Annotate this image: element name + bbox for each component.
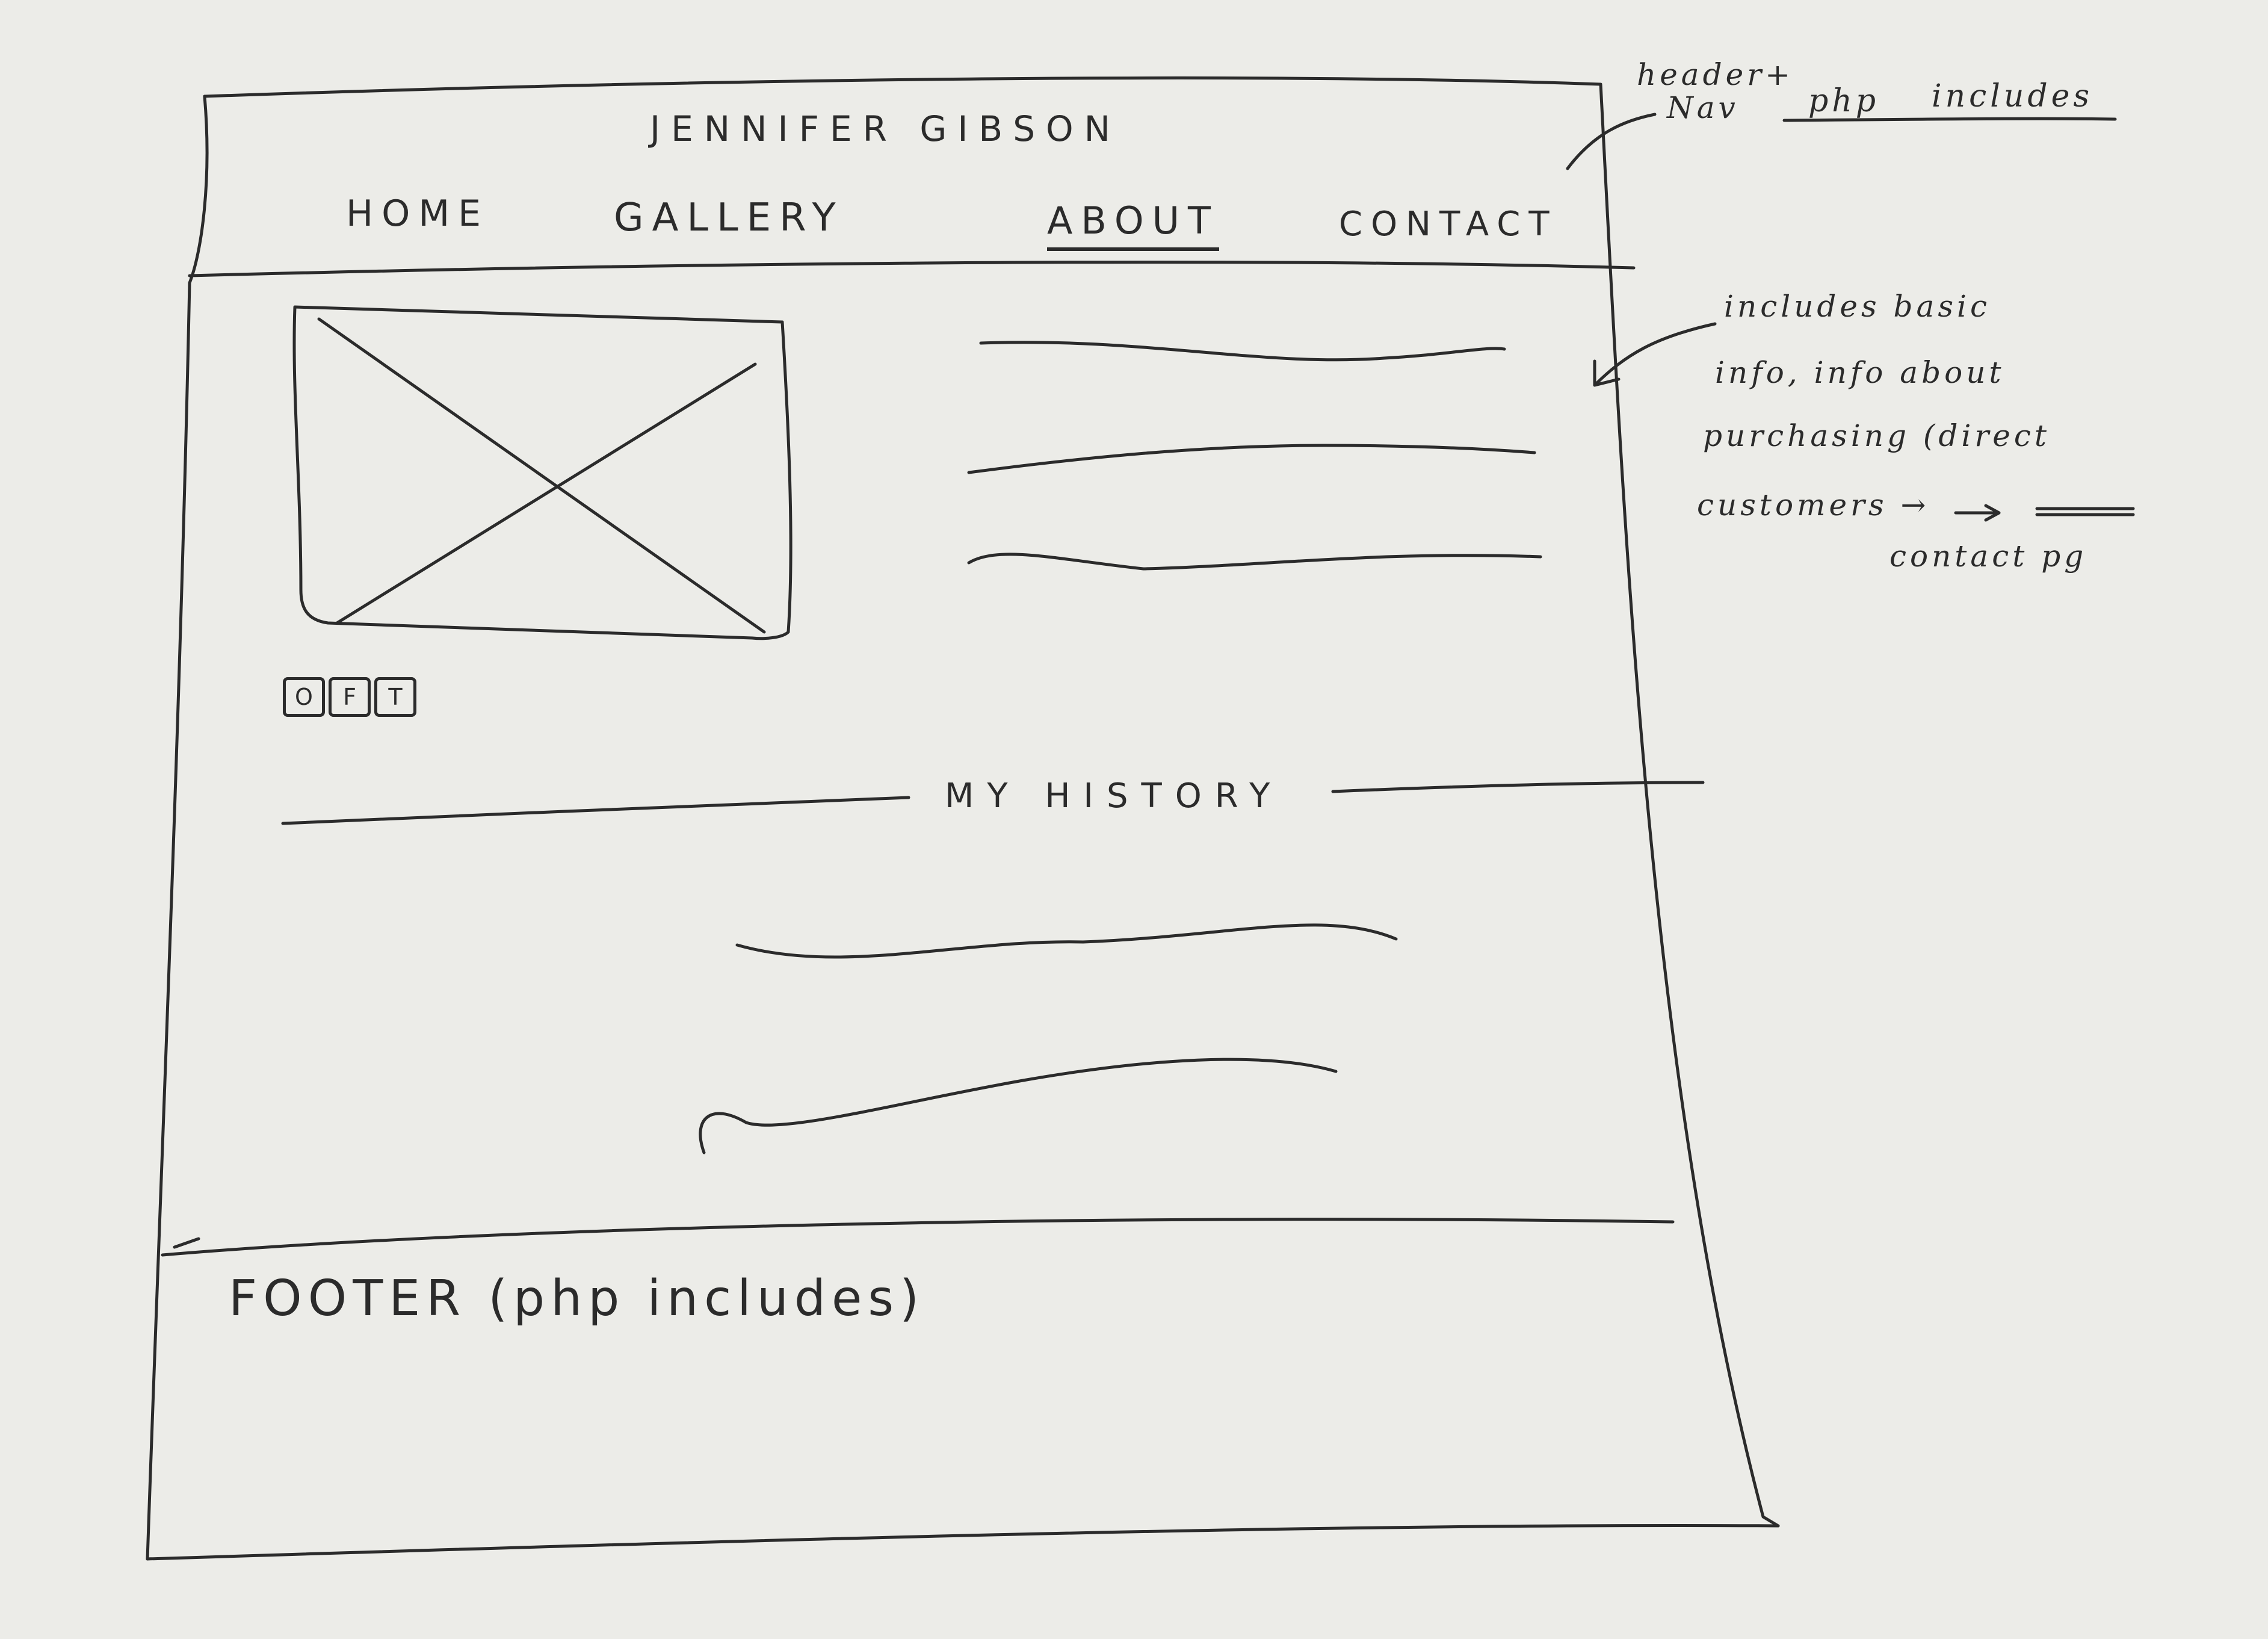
site-title: JENNIFER GIBSON (650, 108, 1122, 149)
facebook-icon[interactable]: F (329, 677, 371, 717)
header-note-line2: Nav (1667, 90, 1739, 125)
strike-mark (2035, 507, 2135, 516)
instagram-icon[interactable]: O (283, 677, 325, 717)
image-placeholder (292, 305, 793, 640)
intro-text-line-1 (979, 341, 1506, 362)
page-frame-left (146, 94, 209, 1561)
history-text-line-2 (699, 1058, 1338, 1154)
header-divider (188, 260, 1636, 277)
header-note-arrow (1566, 113, 1657, 170)
header-note-line1: header+ (1637, 57, 1794, 92)
header-note-includes: includes (1932, 78, 2093, 114)
info-note-line2: info, info about (1715, 355, 2005, 390)
header-note-php: php (1808, 83, 1880, 119)
footer-label: FOOTER (php includes) (229, 1270, 925, 1327)
header-note-underline (1782, 117, 2117, 122)
social-icons: O F T (283, 677, 416, 717)
intro-text-line-2 (967, 444, 1536, 474)
customers-arrow (1954, 504, 2001, 522)
info-note-line5: contact pg (1889, 539, 2087, 574)
page-frame-right (1599, 82, 1780, 1528)
page-frame-top (203, 76, 1602, 98)
history-rule-right (1331, 781, 1705, 793)
footer-divider (161, 1218, 1675, 1257)
intro-text-line-3 (967, 553, 1542, 571)
nav-item-contact[interactable]: CONTACT (1339, 205, 1558, 244)
nav-item-gallery[interactable]: GALLERY (614, 196, 844, 240)
nav-item-home[interactable]: HOME (346, 193, 490, 235)
info-note-line1: includes basic (1724, 289, 1991, 324)
history-rule-left (281, 796, 910, 825)
twitter-icon[interactable]: T (374, 677, 416, 717)
nav-item-about[interactable]: ABOUT (1047, 199, 1219, 251)
history-text-line-1 (735, 923, 1398, 959)
page-frame-bottom (146, 1523, 1780, 1561)
history-heading: MY HISTORY (945, 776, 1284, 816)
info-note-arrow (1593, 322, 1717, 387)
info-note-line3: purchasing (direct (1703, 418, 2050, 453)
info-note-line4: customers → (1697, 488, 1930, 522)
